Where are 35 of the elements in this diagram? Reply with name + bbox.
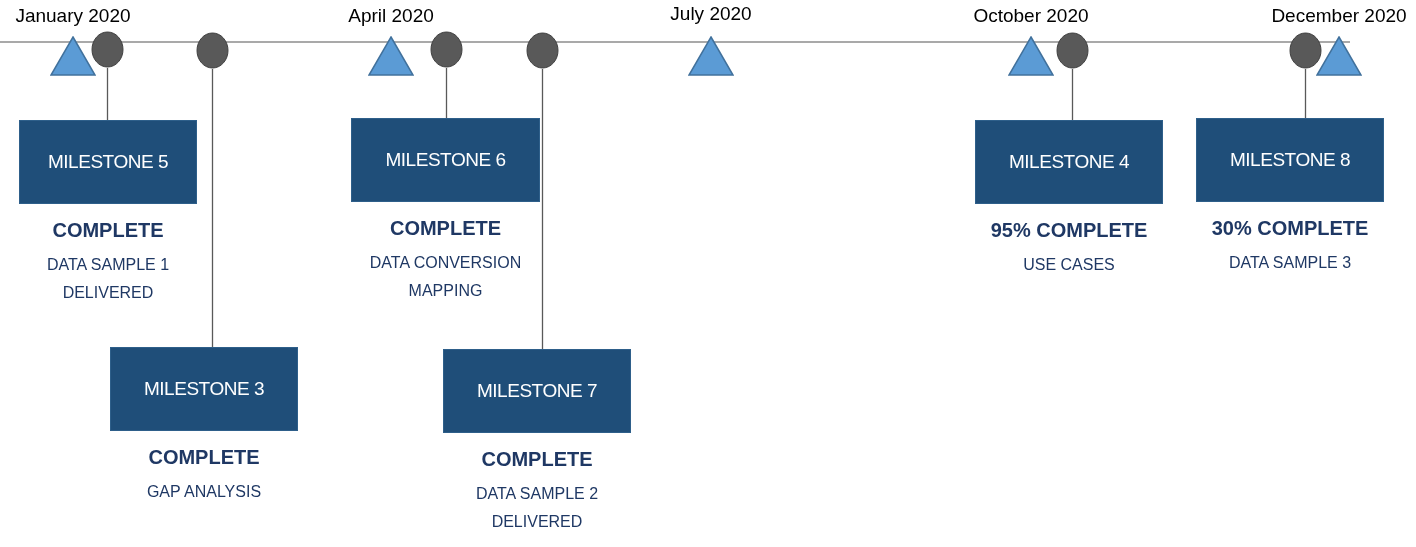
milestone-box: MILESTONE 8 [1196,118,1384,202]
connector-line [445,67,448,119]
date-label: July 2020 [670,2,752,26]
milestone-box: MILESTONE 6 [351,118,540,202]
milestone-box: MILESTONE 3 [110,347,298,431]
circle-marker [430,31,463,68]
connector-line [106,67,109,121]
status-label: 30% COMPLETE [1211,216,1369,241]
description-label: USE CASES [1022,255,1116,275]
circle-marker [1056,32,1089,69]
description-label: DATA SAMPLE 3 [1227,253,1353,273]
connector-line [211,68,214,348]
date-label: April 2020 [348,4,434,28]
date-label: January 2020 [15,4,131,28]
circle-marker [91,31,124,68]
description-label: DATA CONVERSION MAPPING [368,253,523,301]
description-label: DATA SAMPLE 1 DELIVERED [45,255,171,303]
milestone-box: MILESTONE 7 [443,349,631,433]
circle-marker [196,32,229,69]
date-label: December 2020 [1271,4,1407,28]
description-label: DATA SAMPLE 2 DELIVERED [474,484,600,532]
connector-line [1071,68,1074,121]
circle-marker [526,32,559,69]
status-label: COMPLETE [148,445,260,470]
milestone-box: MILESTONE 4 [975,120,1163,204]
description-label: GAP ANALYSIS [145,482,263,502]
milestone-box: MILESTONE 5 [19,120,197,204]
connector-line [1304,68,1307,119]
status-label: COMPLETE [481,447,593,472]
circle-marker [1289,32,1322,69]
status-label: COMPLETE [389,216,502,241]
connector-line [541,68,544,350]
status-label: COMPLETE [52,218,164,243]
date-label: October 2020 [973,4,1089,28]
status-label: 95% COMPLETE [990,218,1148,243]
